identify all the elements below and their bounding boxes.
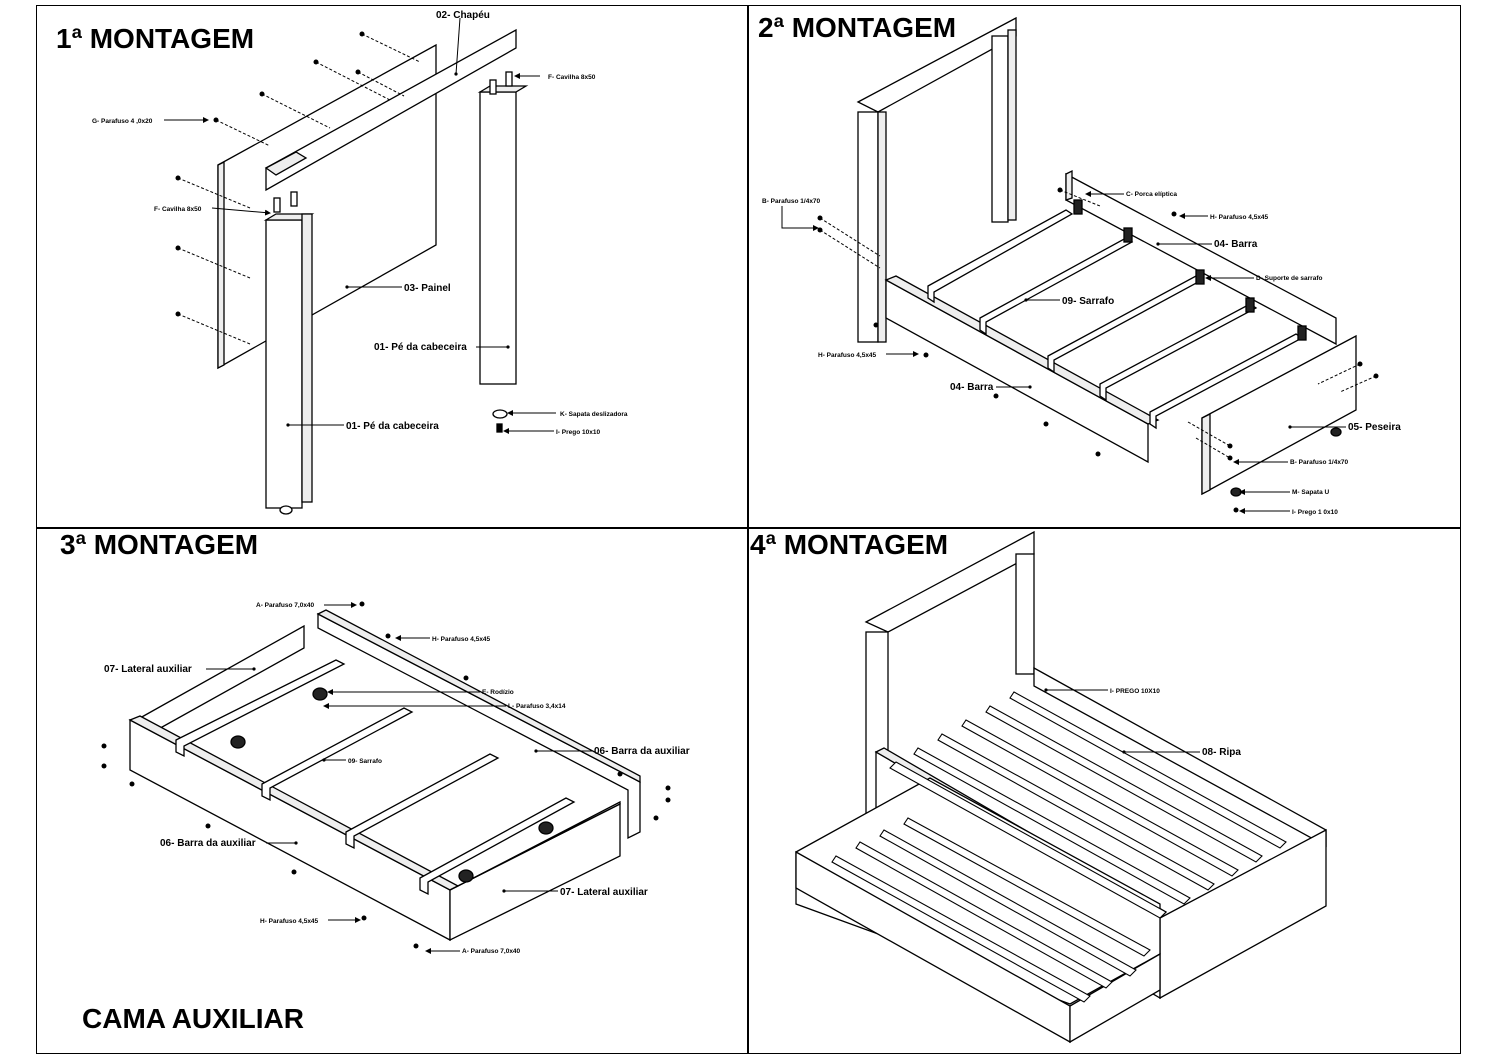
rail-back <box>1065 172 1337 346</box>
label-ripa: 08- Ripa <box>1202 747 1241 758</box>
q2-leaders <box>781 191 1346 514</box>
label-painel: 03- Painel <box>404 283 451 294</box>
q4-complete-bed <box>795 530 1327 1044</box>
label-sarrafo-q2: 09- Sarrafo <box>1062 296 1114 307</box>
label-cavilha-left: F- Cavilha 8x50 <box>154 206 202 213</box>
q2-screw-heads <box>817 187 1379 513</box>
headboard-leg-right <box>479 91 517 385</box>
label-parafuso-h-bottom: H- Parafuso 4,5x45 <box>260 918 319 925</box>
label-suporte: D- Suporte de sarrafo <box>1256 275 1322 282</box>
q2-screws <box>819 189 1377 459</box>
label-prego-q2: I- Prego 1 0x10 <box>1292 509 1338 516</box>
label-parafuso-h-left: H- Parafuso 4,5x45 <box>818 352 877 359</box>
rail-front <box>885 278 1149 464</box>
q4-leaders <box>1044 688 1200 754</box>
label-barra-bottom: 04- Barra <box>950 382 994 393</box>
step-4-title: 4ª MONTAGEM <box>750 529 949 560</box>
step-1-title: 1ª MONTAGEM <box>56 23 255 54</box>
q3-trundle-frame <box>128 609 641 942</box>
label-peseira: 05- Peseira <box>1348 422 1401 433</box>
label-chapeu: 02- Chapéu <box>436 10 490 21</box>
q1-leaders <box>164 17 556 434</box>
q2-bed-frame <box>856 16 1357 497</box>
label-prego-q4: I- PREGO 10X10 <box>1110 688 1160 695</box>
q3-screw-heads <box>101 601 671 949</box>
step-2-title: 2ª MONTAGEM <box>758 12 957 43</box>
label-porca: C- Porca elíptica <box>1126 191 1177 198</box>
q1-screws <box>177 33 421 345</box>
horizontal-divider <box>36 527 1461 529</box>
label-sapata: K- Sapata deslizadora <box>560 411 628 418</box>
q1-headboard-assembly <box>217 28 529 515</box>
label-sapata-u: M- Sapata U <box>1292 489 1330 496</box>
label-barra-left: 06- Barra da auxiliar <box>160 838 256 849</box>
label-cavilha-top: F- Cavilha 8x50 <box>548 74 596 81</box>
label-parafuso-h-top-q3: H- Parafuso 4,5x45 <box>432 636 491 643</box>
q3-leaders <box>206 602 592 954</box>
label-parafuso-a-bottom: A- Parafuso 7,0x40 <box>462 948 521 955</box>
label-rodizio: E- Rodízio <box>482 689 514 696</box>
label-prego-q1: I- Prego 10x10 <box>556 429 600 436</box>
headboard-leg-left <box>265 219 303 509</box>
label-parafuso-h-top: H- Parafuso 4,5x45 <box>1210 214 1269 221</box>
label-pe-left: 01- Pé da cabeceira <box>346 421 439 432</box>
footboard <box>1201 334 1357 496</box>
label-parafuso-a-top: A- Parafuso 7,0x40 <box>256 602 315 609</box>
label-parafuso-b-left: B- Parafuso 1/4x70 <box>762 198 821 205</box>
footer-title: CAMA AUXILIAR <box>82 1003 304 1034</box>
label-lateral-top: 07- Lateral auxiliar <box>104 664 192 675</box>
label-lateral-bottom: 07- Lateral auxiliar <box>560 887 648 898</box>
label-parafuso-b-right: B- Parafuso 1/4x70 <box>1290 459 1349 466</box>
q4-slats <box>831 691 1287 1003</box>
label-barra-right: 06- Barra da auxiliar <box>594 746 690 757</box>
step-3-title: 3ª MONTAGEM <box>60 529 259 560</box>
label-pe-right: 01- Pé da cabeceira <box>374 342 467 353</box>
label-barra-top: 04- Barra <box>1214 239 1258 250</box>
label-sarrafo-q3: 09- Sarrafo <box>348 758 382 765</box>
vertical-divider <box>747 5 749 1054</box>
sheet-border <box>36 5 1461 1054</box>
label-parafuso-l: L- Parafuso 3,4x14 <box>508 703 566 710</box>
headboard-cap <box>265 28 517 192</box>
q1-screw-heads <box>175 31 365 317</box>
label-parafuso-g: G- Parafuso 4 ,0x20 <box>92 118 153 125</box>
